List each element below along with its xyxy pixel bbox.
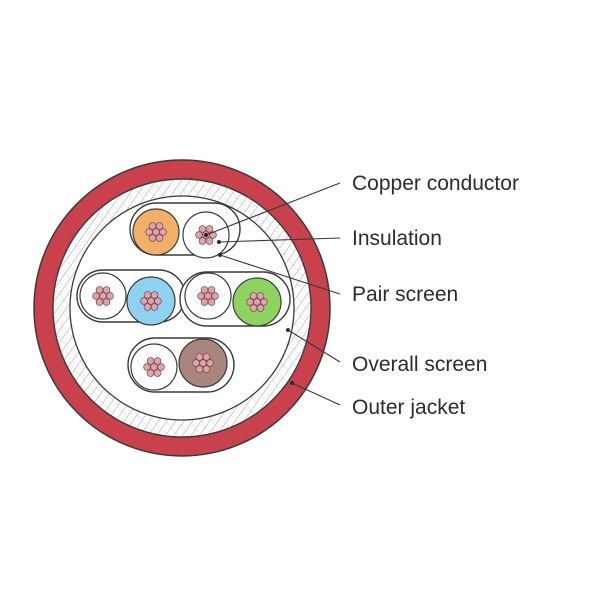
label-overall-screen: Overall screen: [352, 353, 487, 376]
label-copper-conductor: Copper conductor: [352, 172, 519, 195]
pair-2: [76, 269, 186, 326]
pair-1: [129, 202, 241, 259]
label-pair-screen: Pair screen: [352, 283, 458, 306]
leader-line-copper-conductor: [205, 182, 341, 236]
leader-line-insulation: [218, 237, 341, 243]
leader-line-overall-screen: [287, 329, 341, 363]
label-insulation: Insulation: [352, 227, 442, 250]
leader-line-pair-screen: [219, 254, 341, 295]
leader-line-outer-jacket: [291, 382, 341, 406]
pair-4: [127, 337, 235, 393]
label-outer-jacket: Outer jacket: [352, 396, 465, 419]
pair-3: [179, 271, 291, 327]
